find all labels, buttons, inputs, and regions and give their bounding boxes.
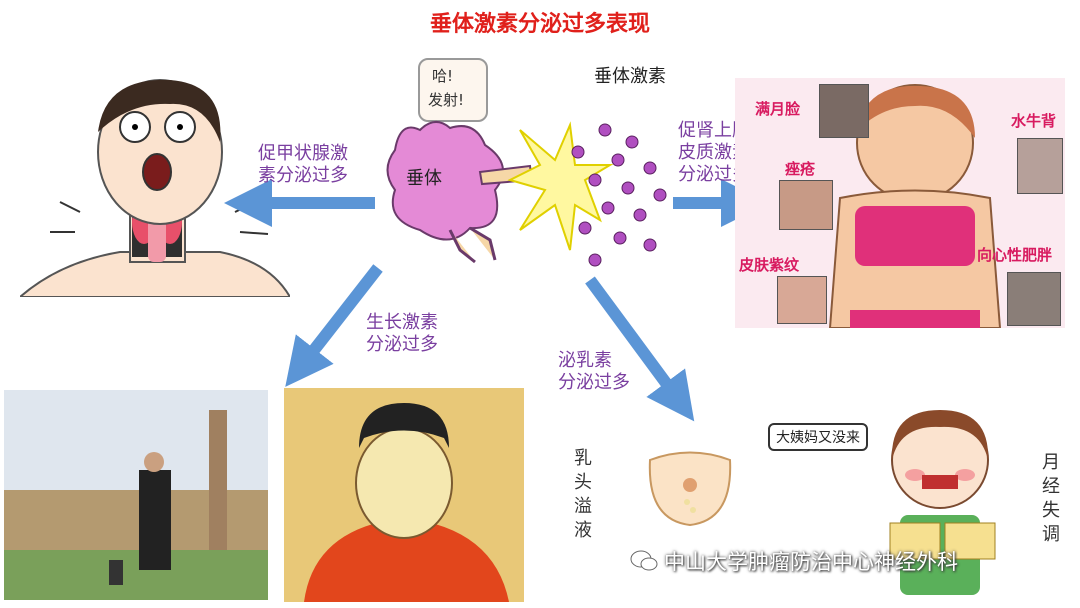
amenorrhea-char-1: 月 xyxy=(1042,452,1060,473)
striae-photo xyxy=(777,276,827,324)
giant-photo xyxy=(4,390,268,600)
speech-bubble: 哈! 发射! xyxy=(418,58,488,122)
prolactin-panel: 乳 头 溢 液 大姨妈又没来 月 经 失 调 xyxy=(560,405,1070,600)
label-prolactin-line-2: 分泌过多 xyxy=(558,372,630,393)
nipple-discharge-char-2: 头 xyxy=(574,472,592,493)
amenorrhea-char-3: 失 xyxy=(1042,500,1060,521)
moon-face-photo xyxy=(819,84,869,138)
watermark-text: 中山大学肿瘤防治中心神经外科 xyxy=(664,550,958,574)
nipple-discharge-char-4: 液 xyxy=(574,520,592,541)
hormone-burst-illustration xyxy=(507,121,667,267)
thyroid-panel xyxy=(20,72,290,297)
amenorrhea-char-4: 调 xyxy=(1042,524,1060,545)
speech-bubble-line-1: 哈! xyxy=(432,67,454,85)
acne-photo xyxy=(779,180,833,230)
giant-photo-illustration xyxy=(4,410,268,600)
cushing-figure-illustration xyxy=(828,84,1002,328)
acromegaly-portrait-illustration xyxy=(304,403,509,602)
label-adrenal-line-2: 皮质激素 xyxy=(678,142,750,163)
label-buffalo-hump: 水牛背 xyxy=(1011,112,1057,130)
girl-illustration xyxy=(889,410,996,595)
period-speech-text: 大姨妈又没来 xyxy=(776,430,860,446)
nipple-discharge-char-3: 溢 xyxy=(574,496,592,517)
buffalo-hump-photo xyxy=(1017,138,1063,194)
period-speech-bubble: 大姨妈又没来 xyxy=(768,423,868,451)
nipple-discharge-char-1: 乳 xyxy=(574,448,592,469)
label-central-obesity: 向心性肥胖 xyxy=(977,246,1053,264)
nipple-illustration xyxy=(648,451,732,527)
watermark: 中山大学肿瘤防治中心神经外科 xyxy=(630,546,958,576)
label-prolactin: 泌乳素 分泌过多 xyxy=(558,350,630,394)
cushing-panel: 满月脸 痤疮 皮肤紫纹 水牛背 向心性肥胖 xyxy=(735,78,1065,328)
label-growth-line-1: 生长激素 xyxy=(366,312,438,333)
label-striae: 皮肤紫纹 xyxy=(739,256,800,274)
label-growth-line-2: 分泌过多 xyxy=(366,334,438,355)
label-growth: 生长激素 分泌过多 xyxy=(366,312,438,356)
acromegaly-portrait xyxy=(284,388,524,602)
label-adrenal: 促肾上腺 皮质激素 分泌过多 xyxy=(678,120,750,186)
pituitary-label: 垂体 xyxy=(406,168,442,189)
speech-bubble-line-2: 发射! xyxy=(428,91,465,109)
page-title: 垂体激素分泌过多表现 xyxy=(429,12,650,37)
arrow-to-growth xyxy=(285,264,383,387)
label-adrenal-line-1: 促肾上腺 xyxy=(678,120,750,141)
thyroid-figure-illustration xyxy=(20,79,290,297)
label-amenorrhea: 月 经 失 调 xyxy=(1042,451,1064,547)
label-nipple-discharge: 乳 头 溢 液 xyxy=(574,447,596,543)
hormone-label: 垂体激素 xyxy=(594,66,666,87)
amenorrhea-char-2: 经 xyxy=(1042,476,1060,497)
label-adrenal-line-3: 分泌过多 xyxy=(678,164,750,185)
label-moon-face: 满月脸 xyxy=(755,100,801,118)
label-thyroid-line-2: 素分泌过多 xyxy=(258,165,348,186)
label-thyroid-line-1: 促甲状腺激 xyxy=(258,143,348,164)
wechat-icon xyxy=(630,550,658,571)
central-obesity-photo xyxy=(1007,272,1061,326)
label-acne: 痤疮 xyxy=(785,160,816,178)
arrow-to-prolactin xyxy=(585,276,695,422)
label-thyroid: 促甲状腺激 素分泌过多 xyxy=(258,143,348,187)
label-prolactin-line-1: 泌乳素 xyxy=(558,350,612,371)
